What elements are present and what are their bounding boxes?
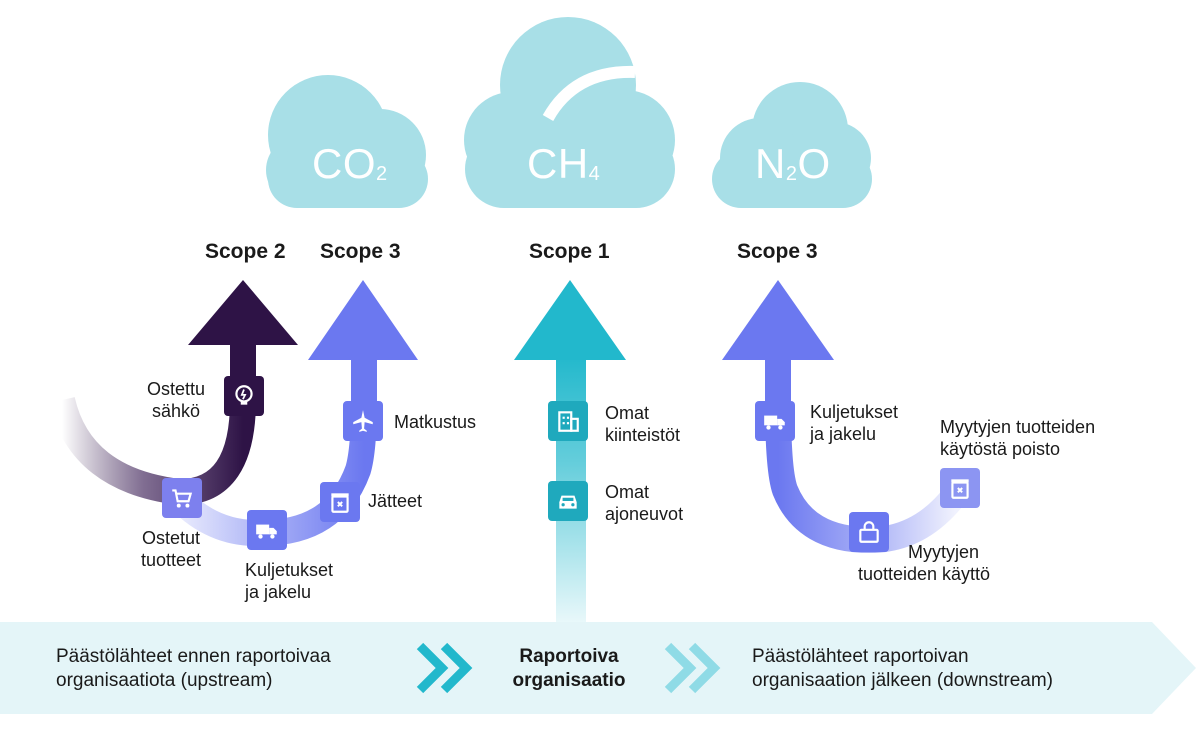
building-icon [548,401,588,441]
trash-icon [940,468,980,508]
scope3-up-arrowhead [308,280,418,360]
scope3-down-arrowhead [722,280,834,360]
cloud-ch4 [464,17,675,208]
label-jatteet: Jätteet [368,491,423,511]
scope2-heading: Scope 2 [205,240,286,263]
cloud-ch4-notch [542,65,636,122]
label-matkustus: Matkustus [394,412,477,432]
scope1-arrowhead [514,280,626,360]
shopping-bag-icon [849,512,889,552]
truck-icon [755,401,795,441]
cloud-co2 [266,75,428,208]
chevron-left [416,642,473,694]
scope3-up-heading: Scope 3 [320,240,401,263]
lightbulb-icon [224,376,264,416]
scope3-down-heading: Scope 3 [737,240,818,263]
cloud-n2o [712,82,872,208]
gas-co2-label: CO2 [312,140,388,187]
shopping-cart-icon [162,478,202,518]
truck-icon [247,510,287,550]
trash-icon [320,482,360,522]
bottom-bar-bg [0,622,1196,714]
scope3-down-curve [765,399,966,554]
chevron-right [664,642,721,694]
scope2-arrowhead [188,280,298,345]
airplane-icon [343,401,383,441]
car-icon [548,481,588,521]
scope3-up-curve [170,399,377,547]
gas-ch4-label: CH4 [527,140,601,187]
scope1-heading: Scope 1 [529,240,610,263]
gas-n2o-label: N2O [755,140,831,187]
